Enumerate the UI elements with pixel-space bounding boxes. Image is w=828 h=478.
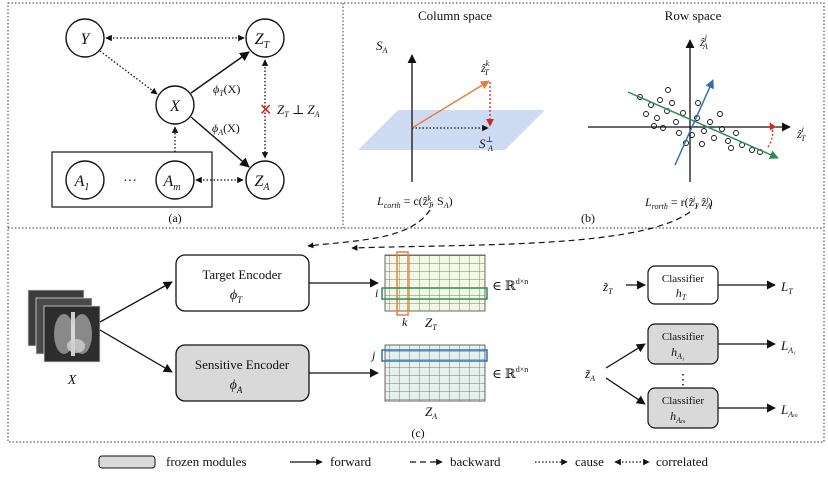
- edge-y-x: [99, 50, 158, 95]
- panel-c: X Target Encoder ϕT Sensitive Encoder ϕA…: [27, 251, 798, 440]
- node-a1-label: A1: [74, 173, 90, 193]
- loss-a1-label: LA₁: [780, 338, 796, 355]
- arrow-x-sensitive: [99, 329, 173, 373]
- classifier-am-label: Classifier: [662, 395, 704, 407]
- column-space-title: Column space: [418, 8, 492, 23]
- node-y-label: Y: [81, 31, 92, 48]
- target-encoder-label: Target Encoder: [202, 267, 282, 282]
- loss-am-label: LAₘ: [780, 402, 798, 419]
- sensitive-direction: [674, 79, 714, 166]
- node-dots: ···: [123, 174, 137, 189]
- s-a-label: SA: [376, 38, 388, 55]
- node-zt: [245, 18, 285, 58]
- loss-t-label: LT: [780, 279, 793, 296]
- node-am-label: Am: [162, 173, 180, 193]
- legend-frozen-swatch: [98, 455, 156, 469]
- node-a1: [65, 160, 105, 200]
- classifier-t-label: Classifier: [662, 273, 704, 285]
- caption-b: (b): [581, 211, 595, 225]
- row-j-label: j: [370, 348, 376, 362]
- input-x-label: X: [67, 373, 77, 388]
- arrow-x-target: [99, 281, 173, 323]
- caption-a: (a): [168, 211, 181, 225]
- projection-vector: [411, 80, 490, 129]
- node-y: [65, 18, 105, 58]
- target-encoder-box: [175, 254, 310, 312]
- node-za-label: ZA: [254, 173, 270, 193]
- space-label-top: ∈ ℝd×n: [492, 277, 528, 293]
- l-corth-label: Lcorth = c(ẑTk, SA): [376, 194, 453, 210]
- classifier-a1-label: Classifier: [662, 331, 704, 343]
- legend: frozen modules forward backward cause co…: [98, 454, 708, 469]
- sensitive-phi-label: ϕA: [230, 378, 243, 395]
- legend-backward-label: backward: [450, 454, 501, 469]
- sample-points: [637, 87, 763, 155]
- node-za: [245, 160, 285, 200]
- sensitive-encoder-box: [175, 344, 310, 402]
- backward-arrow-corth: [307, 209, 431, 249]
- arrow-za-classifier-am: [605, 377, 646, 405]
- edge-phi-a-label: ϕA(X): [212, 121, 240, 137]
- panel-a: Y ZT X ZA A1 ··· Am ϕT(X) ϕA(X) ✕ ZT ⊥ Z…: [51, 18, 320, 225]
- zt-row-i: [381, 287, 488, 300]
- classifier-vdots: ⋮: [676, 373, 690, 388]
- backward-arrow-rorth: [351, 211, 691, 251]
- node-am: [155, 160, 195, 200]
- node-x-label: X: [169, 98, 181, 115]
- legend-frozen-label: frozen modules: [166, 454, 247, 469]
- zt-matrix: [384, 254, 486, 312]
- node-x: [155, 85, 195, 125]
- legend-cause-label: cause: [575, 454, 604, 469]
- subspace-plane: [358, 110, 545, 150]
- sensitive-encoder-label: Sensitive Encoder: [195, 357, 290, 372]
- zt-tilde-label: z̃T: [602, 279, 613, 296]
- classifier-am-h: hAₘ: [670, 409, 686, 425]
- caption-c: (c): [411, 426, 424, 440]
- independence-label: ZT ⊥ ZA: [277, 102, 320, 119]
- node-zt-label: ZT: [255, 31, 271, 51]
- principal-direction: [627, 91, 779, 159]
- legend-correlated-label: correlated: [656, 454, 708, 469]
- row-space-title: Row space: [665, 8, 722, 23]
- edge-x-zt: [190, 51, 250, 94]
- zt-column-k: [396, 251, 409, 316]
- red-cross-icon: ✕: [259, 102, 272, 119]
- za-label: ZA: [425, 404, 437, 421]
- classifier-t-h: hT: [676, 286, 687, 302]
- arrow-za-classifier-a1: [605, 343, 646, 369]
- col-k-label: k: [402, 315, 408, 329]
- space-label-bottom: ∈ ℝd×n: [492, 365, 528, 381]
- za-tilde-label: z̃A: [584, 366, 595, 383]
- row-i-label: i: [375, 286, 378, 300]
- panel-borders: [7, 2, 825, 443]
- xray-image-stack: [27, 289, 101, 363]
- target-phi-label: ϕT: [230, 288, 243, 305]
- edge-phi-t-label: ϕT(X): [213, 82, 240, 98]
- rotation-arrow: [767, 122, 777, 148]
- zt-label: ZT: [425, 315, 437, 332]
- s-perp-label: S⊥A: [479, 135, 493, 153]
- classifier-a1-h: hA₁: [671, 345, 685, 361]
- edge-x-za: [190, 116, 250, 168]
- legend-forward-label: forward: [330, 454, 372, 469]
- za-matrix: [384, 344, 486, 402]
- l-rorth-label: Lrorth = r(ẑTi, ẑAj): [644, 195, 713, 211]
- za-row-j: [381, 349, 488, 362]
